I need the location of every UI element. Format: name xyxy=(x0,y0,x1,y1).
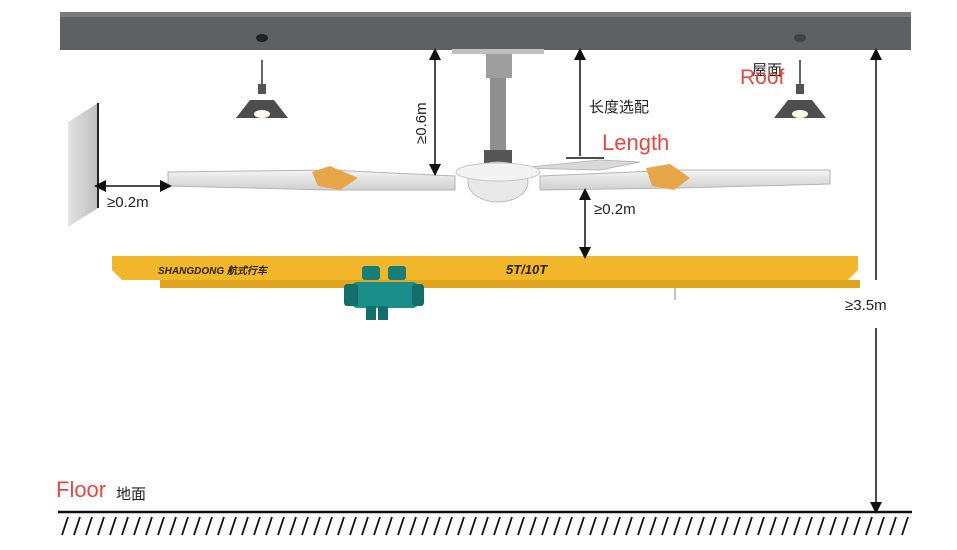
floor-hatch-mark xyxy=(349,516,357,536)
floor-hatch-mark xyxy=(445,516,453,536)
floor-hatch-mark xyxy=(733,516,741,536)
floor-hatch-mark xyxy=(493,516,501,536)
floor-hatch-mark xyxy=(721,516,729,536)
overhead-crane xyxy=(112,256,860,300)
ceiling-lamp-right xyxy=(774,60,826,118)
floor-hatch-mark xyxy=(301,516,309,536)
floor-hatch-mark xyxy=(625,516,633,536)
floor-hatch-mark xyxy=(109,516,117,536)
floor-hatch-mark xyxy=(793,516,801,536)
floor-hatch-mark xyxy=(289,516,297,536)
floor-hatch-mark xyxy=(553,516,561,536)
floor-hatch-mark xyxy=(133,516,141,536)
floor-line xyxy=(58,510,912,536)
length-label: Length xyxy=(602,130,670,155)
roof-label-cn: 屋面 xyxy=(752,62,783,79)
floor-hatch-mark xyxy=(193,516,201,536)
floor-hatch-mark xyxy=(685,516,693,536)
floor-hatch-mark xyxy=(241,516,249,536)
wall-gap-label: ≥0.2m xyxy=(107,194,149,211)
floor-hatch-mark xyxy=(145,516,153,536)
floor-hatch-mark xyxy=(73,516,81,536)
floor-hatch-mark xyxy=(277,516,285,536)
floor-hatch-mark xyxy=(901,516,909,536)
floor-hatch-mark xyxy=(529,516,537,536)
floor-hatch-mark xyxy=(325,516,333,536)
floor-hatch-mark xyxy=(481,516,489,536)
floor-hatch-mark xyxy=(841,516,849,536)
floor-hatch-mark xyxy=(409,516,417,536)
floor-hatch-mark xyxy=(337,516,345,536)
floor-hatch-mark xyxy=(697,516,705,536)
ceiling-beam xyxy=(60,12,911,50)
fan-mount xyxy=(452,49,544,164)
floor-hatch-mark xyxy=(601,516,609,536)
floor-hatch-mark xyxy=(565,516,573,536)
top-gap-label: ≥0.6m xyxy=(413,102,430,144)
crane-brand-label: SHANGDONG 航式行车 xyxy=(158,266,267,277)
floor-hatch-mark xyxy=(61,516,69,536)
floor-hatch-mark xyxy=(397,516,405,536)
floor-hatch-mark xyxy=(229,516,237,536)
floor-hatch-mark xyxy=(637,516,645,536)
fan-crane-gap-label: ≥0.2m xyxy=(594,201,636,218)
floor-hatch-mark xyxy=(661,516,669,536)
floor-hatch-mark xyxy=(829,516,837,536)
floor-hatch-mark xyxy=(745,516,753,536)
floor-hatch-mark xyxy=(889,516,897,536)
floor-hatch-mark xyxy=(421,516,429,536)
floor-hatch-mark xyxy=(505,516,513,536)
floor-hatch-mark xyxy=(157,516,165,536)
floor-hatch-mark xyxy=(253,516,261,536)
floor-hatch-mark xyxy=(589,516,597,536)
floor-hatch-mark xyxy=(541,516,549,536)
floor-hatch-mark xyxy=(361,516,369,536)
side-wall xyxy=(68,103,99,227)
floor-hatch-mark xyxy=(805,516,813,536)
floor-hatch-mark xyxy=(217,516,225,536)
floor-hatch-mark xyxy=(781,516,789,536)
floor-hatch-mark xyxy=(385,516,393,536)
crane-capacity-label: 5T/10T xyxy=(506,262,548,277)
floor-hatch-mark xyxy=(205,516,213,536)
floor-hatch-mark xyxy=(121,516,129,536)
floor-hatch-mark xyxy=(613,516,621,536)
floor-hatch-mark xyxy=(469,516,477,536)
floor-hatch-mark xyxy=(865,516,873,536)
floor-hatch-mark xyxy=(373,516,381,536)
fan-blades xyxy=(167,159,831,203)
floor-hatch-mark xyxy=(85,516,93,536)
roof-label: Roof xyxy=(740,66,785,89)
electric-hoist xyxy=(344,266,424,320)
floor-hatch-mark xyxy=(265,516,273,536)
floor-hatch-mark xyxy=(769,516,777,536)
floor-hatch-mark xyxy=(517,516,525,536)
floor-hatch-mark xyxy=(169,516,177,536)
floor-hatch-mark xyxy=(181,516,189,536)
floor-hatch-mark xyxy=(649,516,657,536)
floor-hatch-mark xyxy=(433,516,441,536)
floor-hatch-mark xyxy=(877,516,885,536)
floor-hatch-mark xyxy=(457,516,465,536)
floor-hatch-mark xyxy=(97,516,105,536)
floor-hatch-mark xyxy=(709,516,717,536)
floor-label-cn: 地面 xyxy=(116,486,147,503)
total-height-label: ≥3.5m xyxy=(845,297,887,314)
floor-hatch-mark xyxy=(757,516,765,536)
floor-label: Floor xyxy=(56,477,107,502)
floor-hatch-mark xyxy=(817,516,825,536)
floor-hatch-mark xyxy=(577,516,585,536)
length-label-cn: 长度选配 xyxy=(589,99,650,116)
ceiling-lamp-left xyxy=(236,60,288,118)
floor-hatch-mark xyxy=(853,516,861,536)
floor-hatch-mark xyxy=(673,516,681,536)
floor-hatch-mark xyxy=(313,516,321,536)
